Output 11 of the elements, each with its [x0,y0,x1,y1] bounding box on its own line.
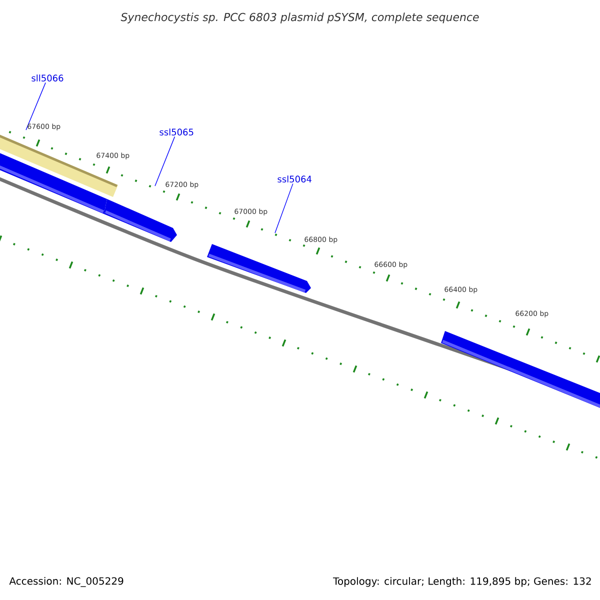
leader-line [26,82,46,130]
footer-text: Accession: NC_005229 [9,577,124,587]
leader-line [154,136,176,186]
leader-line [274,183,294,234]
footer-text: Topology: circular; Length: 119,895 bp; Genes: 132 [333,577,591,587]
gene-arrow [104,199,177,242]
gene-label: ssl5064 [278,176,312,182]
gene-arrow [207,244,311,293]
gene-label: ssl5065 [160,128,194,136]
title: Synechocystis sp. PCC 6803 plasmid pSYSM, complete sequence [120,12,479,24]
gene-label: sll5066 [32,74,64,82]
